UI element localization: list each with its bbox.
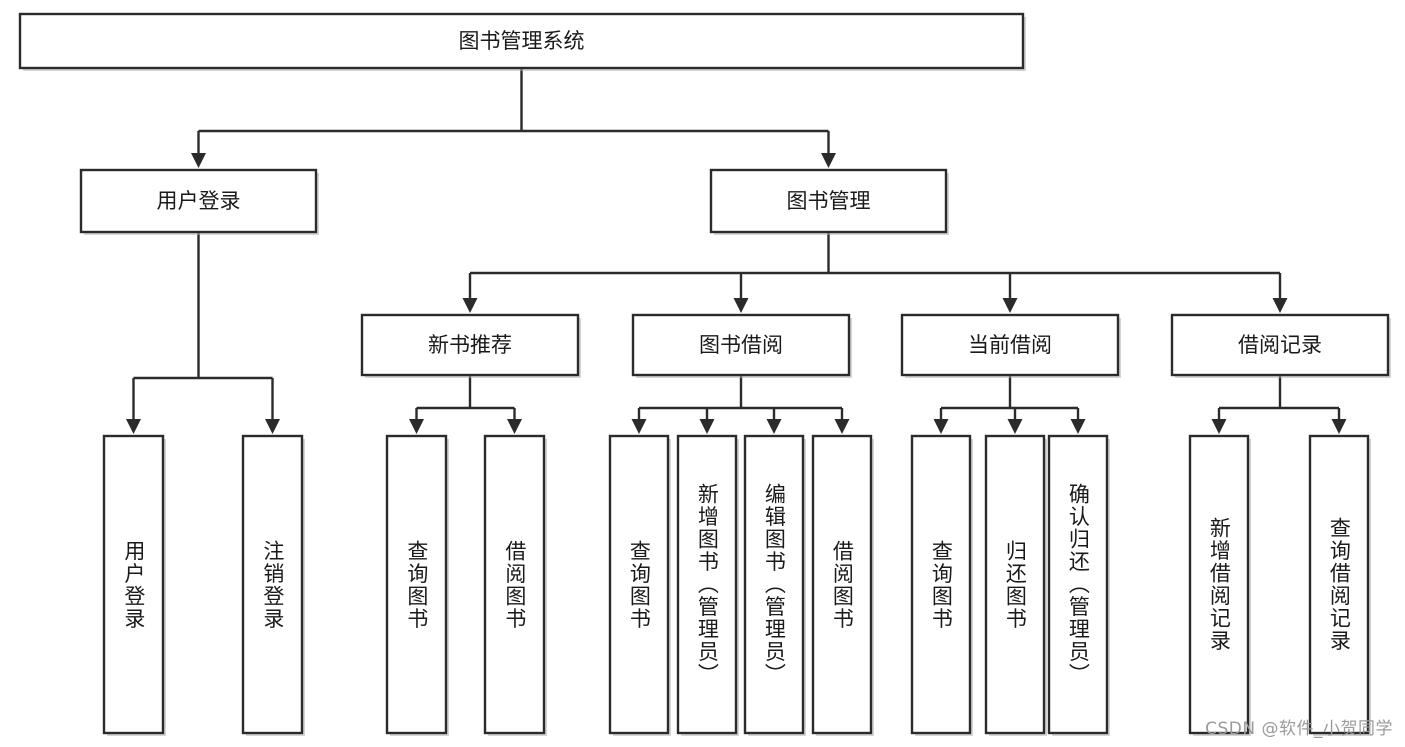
arrow-head xyxy=(507,419,522,434)
arrow-head xyxy=(834,419,850,434)
node-label-book-management: 图书管理 xyxy=(787,189,871,213)
node-leaf-user-login[interactable] xyxy=(102,434,165,735)
node-label-book-borrow: 图书借阅 xyxy=(699,333,783,357)
node-leaf-user-logout[interactable] xyxy=(241,434,304,735)
arrow-head xyxy=(933,419,949,434)
node-label-user-login: 用户登录 xyxy=(157,189,241,213)
node-label-new-book-recommend: 新书推荐 xyxy=(428,333,512,357)
arrow-head xyxy=(462,298,478,313)
node-leaf-query-record[interactable] xyxy=(1308,434,1370,735)
node-box-layer xyxy=(18,12,1391,736)
arrow-head xyxy=(1007,419,1023,434)
node-current-borrow[interactable] xyxy=(900,313,1120,377)
watermark: CSDN @软件_小贺同学 xyxy=(1205,719,1393,739)
arrow-head xyxy=(1211,419,1227,434)
node-leaf-edit-book[interactable] xyxy=(743,434,805,735)
node-new-book-recommend[interactable] xyxy=(360,313,580,377)
node-leaf-add-book[interactable] xyxy=(676,434,738,735)
arrow-head xyxy=(1002,298,1018,313)
node-leaf-confirm-return[interactable] xyxy=(1047,434,1109,735)
node-user-login[interactable] xyxy=(79,168,318,234)
arrow-head xyxy=(821,153,836,168)
node-leaf-borrow-book-2[interactable] xyxy=(811,434,873,735)
arrow-head xyxy=(1272,298,1288,313)
node-label-root: 图书管理系统 xyxy=(459,29,585,53)
arrow-head xyxy=(631,419,647,434)
node-leaf-query-book-1[interactable] xyxy=(385,434,448,735)
node-leaf-query-book-3[interactable] xyxy=(910,434,972,735)
node-leaf-borrow-book-1[interactable] xyxy=(483,434,546,735)
node-leaf-add-record[interactable] xyxy=(1188,434,1250,735)
node-leaf-query-book-2[interactable] xyxy=(608,434,670,735)
arrow-head xyxy=(265,419,280,434)
node-label-borrow-records: 借阅记录 xyxy=(1238,333,1322,357)
node-borrow-records[interactable] xyxy=(1170,313,1390,377)
node-leaf-return-book[interactable] xyxy=(984,434,1046,735)
arrow-head xyxy=(699,419,715,434)
node-book-management[interactable] xyxy=(709,168,948,234)
arrow-head xyxy=(1070,419,1086,434)
arrow-head xyxy=(1331,419,1347,434)
arrow-head xyxy=(733,298,749,313)
arrow-head xyxy=(409,419,424,434)
arrow-head xyxy=(126,419,141,434)
arrow-head xyxy=(766,419,782,434)
node-book-borrow[interactable] xyxy=(631,313,851,377)
connector-layer xyxy=(126,68,1347,434)
node-label-current-borrow: 当前借阅 xyxy=(968,333,1052,357)
node-root[interactable] xyxy=(18,12,1025,70)
arrow-head xyxy=(191,153,206,168)
